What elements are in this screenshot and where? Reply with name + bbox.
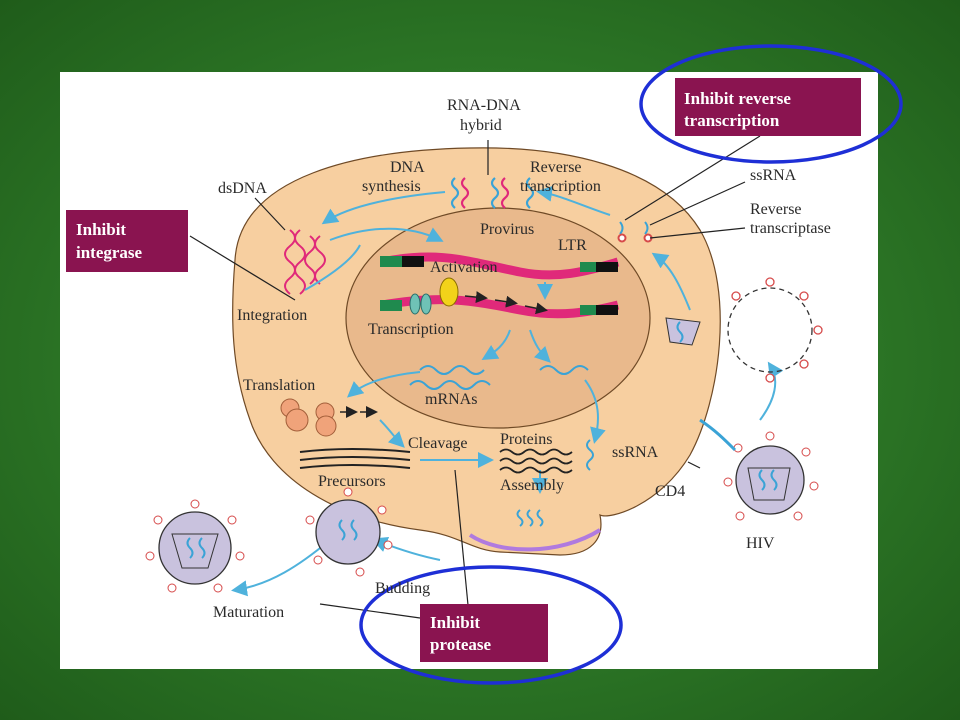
hiv-particle	[699, 418, 819, 521]
callout-integrase-line2: integrase	[76, 243, 143, 262]
callout-integrase-line1: Inhibit	[76, 220, 126, 239]
label-dna-synthesis-2: synthesis	[362, 178, 421, 195]
label-ss-rna-mid: ssRNA	[612, 444, 659, 461]
highlight-ring-reverse-transcription	[639, 44, 903, 164]
inhibit-protease-box	[420, 604, 548, 662]
leader-lines	[189, 135, 761, 619]
label-assembly: Assembly	[500, 477, 564, 494]
budding-membrane	[468, 528, 602, 552]
label-hiv: HIV	[746, 535, 775, 552]
ds-dna-helix	[284, 229, 326, 295]
proteins	[499, 448, 573, 474]
label-proteins: Proteins	[500, 431, 552, 448]
ribosomes	[280, 398, 378, 437]
label-reverse-transcriptase-2: transcriptase	[750, 220, 831, 237]
inhibit-reverse-transcription-box	[675, 78, 861, 136]
label-ds-dna: dsDNA	[218, 180, 267, 197]
provirus-dna	[380, 252, 620, 280]
label-activation: Activation	[430, 259, 498, 276]
budding-virion	[305, 487, 393, 577]
label-integration: Integration	[237, 307, 307, 324]
label-translation: Translation	[243, 377, 315, 394]
callout-protease-line1: Inhibit	[430, 613, 480, 632]
label-cd4: CD4	[655, 483, 685, 500]
rna-dna-hybrid	[450, 177, 535, 209]
label-precursors: Precursors	[318, 473, 386, 490]
reverse-transcriptase-particles	[617, 221, 653, 243]
callout-reverse-transcription-line1: Inhibit reverse	[684, 89, 791, 108]
highlight-ring-protease	[359, 565, 623, 685]
label-ss-rna-top: ssRNA	[750, 167, 797, 184]
transcribed-dna	[380, 277, 620, 319]
label-reverse-transcription-1: Reverse	[530, 159, 582, 176]
inhibit-integrase-box	[66, 210, 188, 272]
nucleus	[345, 207, 651, 429]
label-transcription: Transcription	[368, 321, 454, 338]
label-rna-dna-hybrid-2: hybrid	[460, 117, 502, 134]
ss-rna-strands	[516, 439, 594, 527]
label-provirus: Provirus	[480, 221, 534, 238]
label-dna-synthesis-1: DNA	[390, 159, 425, 176]
process-arrows	[231, 185, 784, 597]
precursor-polyproteins	[299, 448, 411, 469]
label-reverse-transcriptase-1: Reverse	[750, 201, 802, 218]
callout-protease-line2: protease	[430, 635, 492, 654]
label-reverse-transcription-2: transcription	[520, 178, 601, 195]
mature-virion	[145, 499, 245, 593]
label-ltr: LTR	[558, 237, 587, 254]
label-budding: Budding	[375, 580, 430, 597]
label-mrnas: mRNAs	[425, 391, 477, 408]
label-rna-dna-hybrid-1: RNA-DNA	[447, 97, 521, 114]
callout-reverse-transcription-line2: transcription	[684, 111, 780, 130]
entering-virion	[665, 317, 701, 346]
hiv-capsid-shell	[727, 277, 823, 383]
label-cleavage: Cleavage	[408, 435, 468, 452]
label-maturation: Maturation	[213, 604, 284, 621]
mrnas	[409, 365, 589, 390]
